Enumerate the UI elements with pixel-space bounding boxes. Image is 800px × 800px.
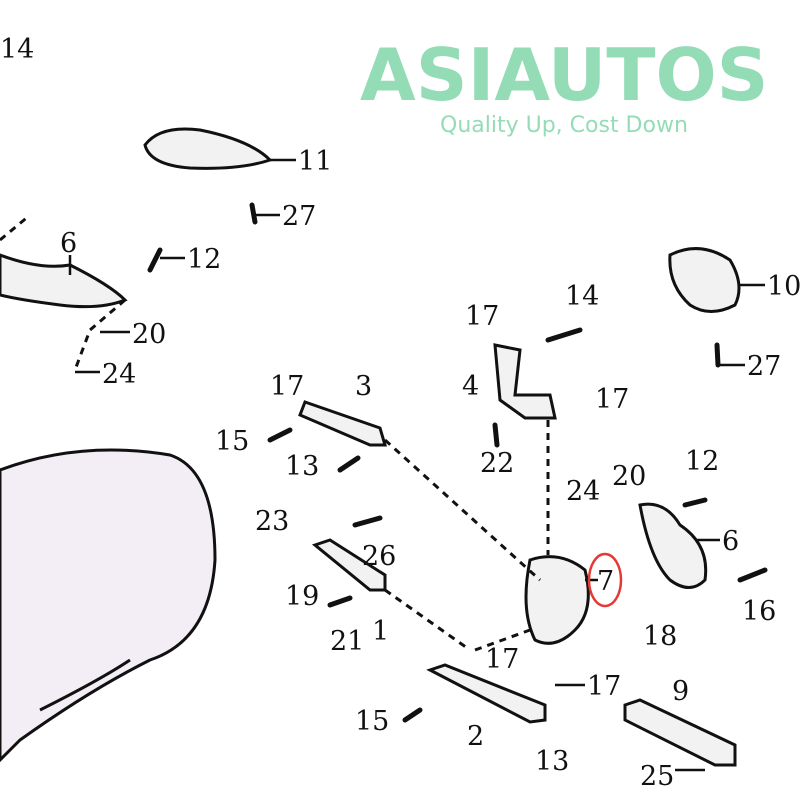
watermark-slogan: Quality Up, Cost Down [440,113,688,138]
part-10-bracket [668,247,741,313]
bolt-12-left [147,247,163,273]
part-6-right-knuckle [638,502,708,589]
assembly-line [384,588,471,652]
assembly-line [73,298,126,371]
label-13: 13 [285,451,319,482]
label-25: 25 [640,761,674,792]
bolt-21 [327,595,353,608]
part-9-guard [623,698,737,767]
label-17: 17 [270,371,304,402]
part-6-left-knuckle [0,253,128,309]
highlight-circle [587,552,623,608]
label-15: 15 [355,706,389,737]
part-3-arm [298,400,388,447]
part-1-arm [311,538,387,592]
label-6: 6 [722,526,739,557]
part-7-knuckle [524,555,590,645]
label-15: 15 [215,426,249,457]
label-13: 13 [535,746,569,777]
bolt-13-top [337,455,361,473]
watermark: ASIAUTOS Quality Up, Cost Down [360,33,769,138]
label-1: 1 [372,616,389,647]
label-21: 21 [330,626,364,657]
label-24: 24 [566,476,600,507]
label-12: 12 [187,244,221,275]
bolt-15-bottom [402,707,423,723]
watermark-brand: ASIAUTOS [360,33,769,117]
label-6: 6 [60,228,77,259]
part-11-shield [143,127,273,170]
label-22: 22 [480,448,514,479]
label-20: 20 [132,319,166,350]
label-17: 17 [587,671,621,702]
bolt-14-mid [545,327,583,343]
label-24: 24 [102,359,136,390]
assembly-line [0,213,31,242]
label-23: 23 [255,506,289,537]
label-17: 17 [465,301,499,332]
assembly-line [474,628,531,652]
label-16: 16 [742,596,776,627]
label-10: 10 [767,271,800,302]
label-7-highlighted: 7 [597,566,614,597]
label-12: 12 [685,446,719,477]
label-11: 11 [298,146,332,177]
label-18: 18 [643,621,677,652]
label-27: 27 [282,201,316,232]
bolt-15-top [267,427,293,443]
bolt-27-right [714,342,721,368]
label-4: 4 [462,371,479,402]
label-27: 27 [747,351,781,382]
label-14: 14 [565,281,599,312]
label-14-topleft: 14 [0,34,34,65]
label-19: 19 [285,581,319,612]
label-17: 17 [595,384,629,415]
bolt-26 [352,515,383,528]
label-20: 20 [612,461,646,492]
body-edge [39,658,131,712]
label-17: 17 [485,644,519,675]
label-26: 26 [362,541,396,572]
bolt-12-right [682,497,708,508]
bolt-16 [737,567,768,583]
part-2-arm [426,663,547,724]
assembly-line [383,438,542,582]
vehicle-body-outline [0,448,217,763]
label-2: 2 [467,721,484,752]
bolt-27-top [249,202,258,225]
label-3: 3 [355,371,372,402]
bolt-22 [492,422,500,448]
label-9: 9 [672,676,689,707]
part-4-bracket [493,343,557,420]
